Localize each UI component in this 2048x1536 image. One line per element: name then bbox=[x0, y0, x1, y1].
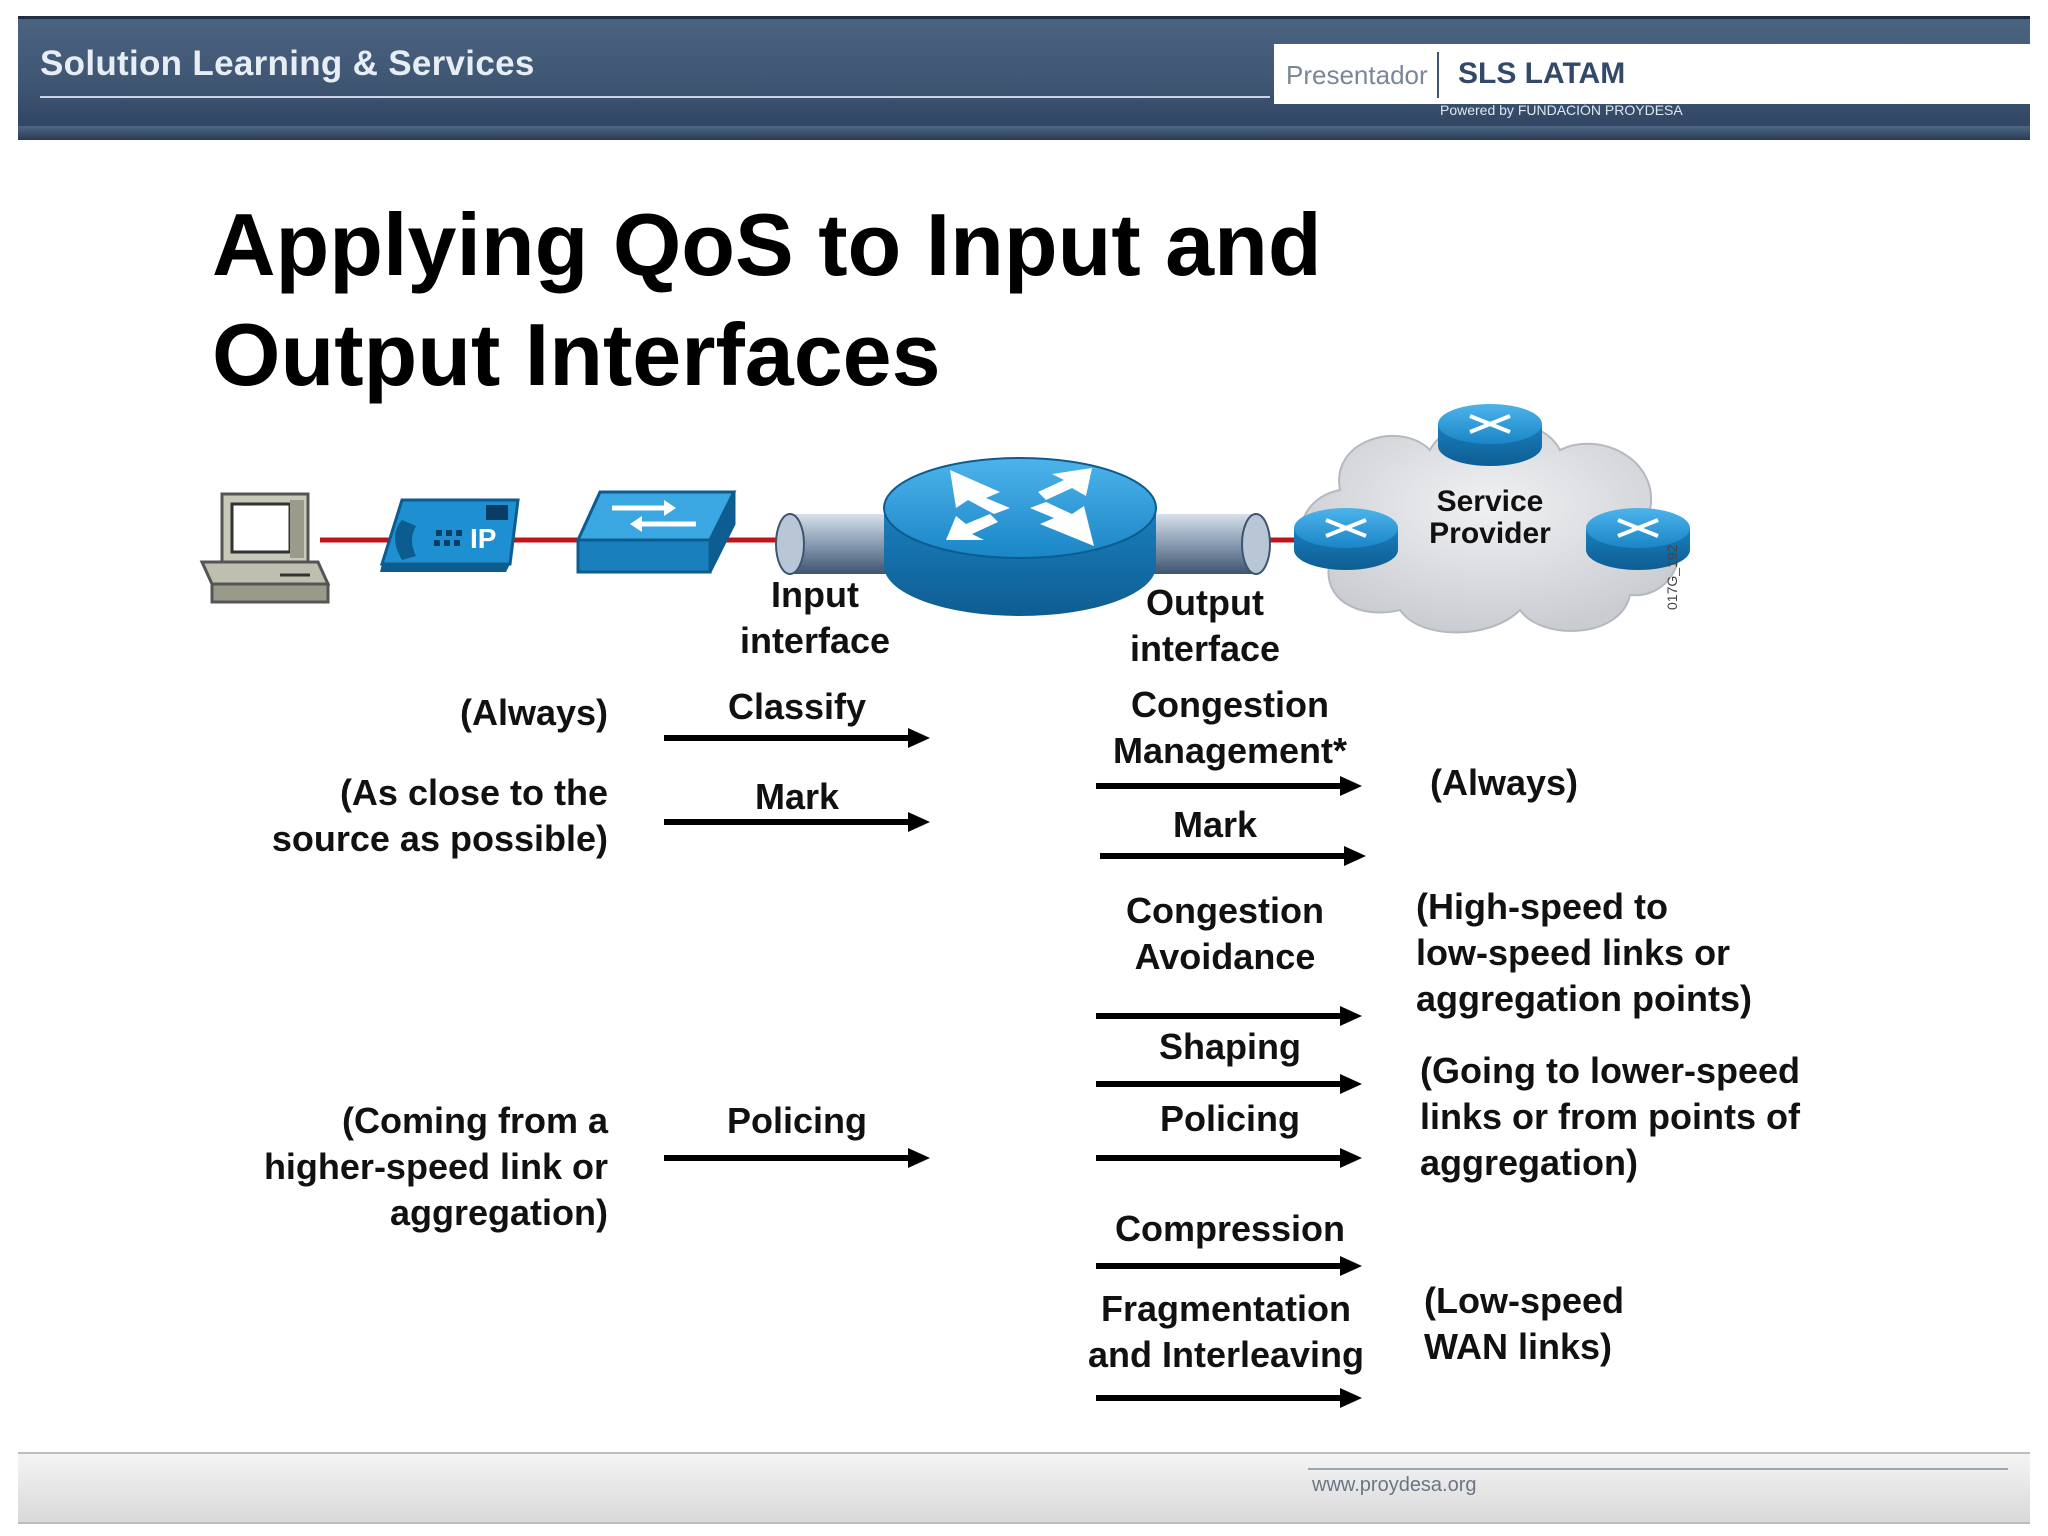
cloud-router-left-icon bbox=[1294, 508, 1398, 570]
cloud-router-top-icon bbox=[1438, 404, 1542, 466]
org-name: SLS LATAM bbox=[1458, 57, 1626, 90]
arrow-compression bbox=[1096, 1256, 1362, 1276]
output-condition-lower-speed: (Going to lower-speed links or from poin… bbox=[1420, 1050, 1801, 1183]
header-logo-panel bbox=[1274, 44, 2030, 104]
output-condition-low-speed-wan: (Low-speed WAN links) bbox=[1424, 1280, 1625, 1367]
header-divider bbox=[1437, 52, 1439, 98]
slide-title-line2: Output Interfaces bbox=[212, 305, 941, 404]
footer-bar bbox=[18, 1452, 2030, 1524]
arrow-mark-input bbox=[664, 812, 930, 832]
arrow-fragmentation bbox=[1096, 1388, 1362, 1408]
brand-underline bbox=[40, 96, 1270, 98]
output-action-shaping: Shaping bbox=[1159, 1026, 1301, 1067]
input-condition-higher-speed: (Coming from a higher-speed link or aggr… bbox=[263, 1100, 608, 1233]
input-action-classify: Classify bbox=[727, 686, 867, 727]
arrow-classify bbox=[664, 728, 930, 748]
header-stripe bbox=[18, 126, 2030, 140]
arrows bbox=[664, 728, 1366, 1408]
arrow-congestion-management bbox=[1096, 776, 1362, 796]
output-interface-label: Output interface bbox=[1129, 582, 1281, 669]
input-action-mark: Mark bbox=[754, 776, 840, 817]
input-condition-always: (Always) bbox=[459, 692, 608, 733]
footer-rule bbox=[1308, 1468, 2008, 1470]
output-action-congestion-management: Congestion Management* bbox=[1112, 684, 1348, 771]
slide-title-line1: Applying QoS to Input and bbox=[212, 195, 1322, 294]
arrow-policing-output bbox=[1096, 1148, 1362, 1168]
powered-by: Powered by FUNDACIÓN PROYDESA bbox=[1440, 102, 1683, 118]
slide-title: Applying QoS to Input and Output Interfa… bbox=[212, 190, 1512, 410]
input-interface-label: Input interface bbox=[739, 574, 891, 661]
pc-icon bbox=[199, 492, 331, 604]
service-provider-label: Service Provider bbox=[1429, 485, 1551, 550]
input-interface-pipe bbox=[775, 513, 900, 575]
input-action-policing: Policing bbox=[726, 1100, 867, 1141]
output-condition-high-speed: (High-speed to low-speed links or aggreg… bbox=[1416, 886, 1752, 1019]
output-action-fragmentation: Fragmentation and Interleaving bbox=[1087, 1288, 1365, 1375]
output-action-policing: Policing bbox=[1159, 1098, 1300, 1139]
ip-phone-icon: IP bbox=[379, 498, 520, 572]
brand-title: Solution Learning & Services bbox=[40, 44, 535, 83]
cloud-router-right-icon bbox=[1586, 508, 1690, 570]
router-icon bbox=[883, 457, 1157, 616]
ip-phone-label: IP bbox=[470, 523, 496, 554]
output-action-congestion-avoidance: Congestion Avoidance bbox=[1126, 890, 1324, 977]
switch-icon bbox=[575, 490, 737, 574]
output-action-compression: Compression bbox=[1114, 1208, 1346, 1249]
arrow-shaping bbox=[1096, 1074, 1362, 1094]
arrow-mark-output bbox=[1100, 846, 1366, 866]
arrow-policing-input bbox=[664, 1148, 930, 1168]
output-interface-pipe bbox=[1140, 513, 1271, 575]
presenter-label: Presentador bbox=[1286, 60, 1428, 90]
input-condition-close-to-source: (As close to the source as possible) bbox=[271, 772, 608, 859]
output-action-mark: Mark bbox=[1172, 804, 1258, 845]
output-condition-always: (Always) bbox=[1430, 762, 1579, 803]
arrow-congestion-avoidance bbox=[1096, 1006, 1362, 1026]
figure-code: 017G_192 bbox=[1664, 544, 1680, 610]
footer-url: www.proydesa.org bbox=[1312, 1474, 1477, 1496]
